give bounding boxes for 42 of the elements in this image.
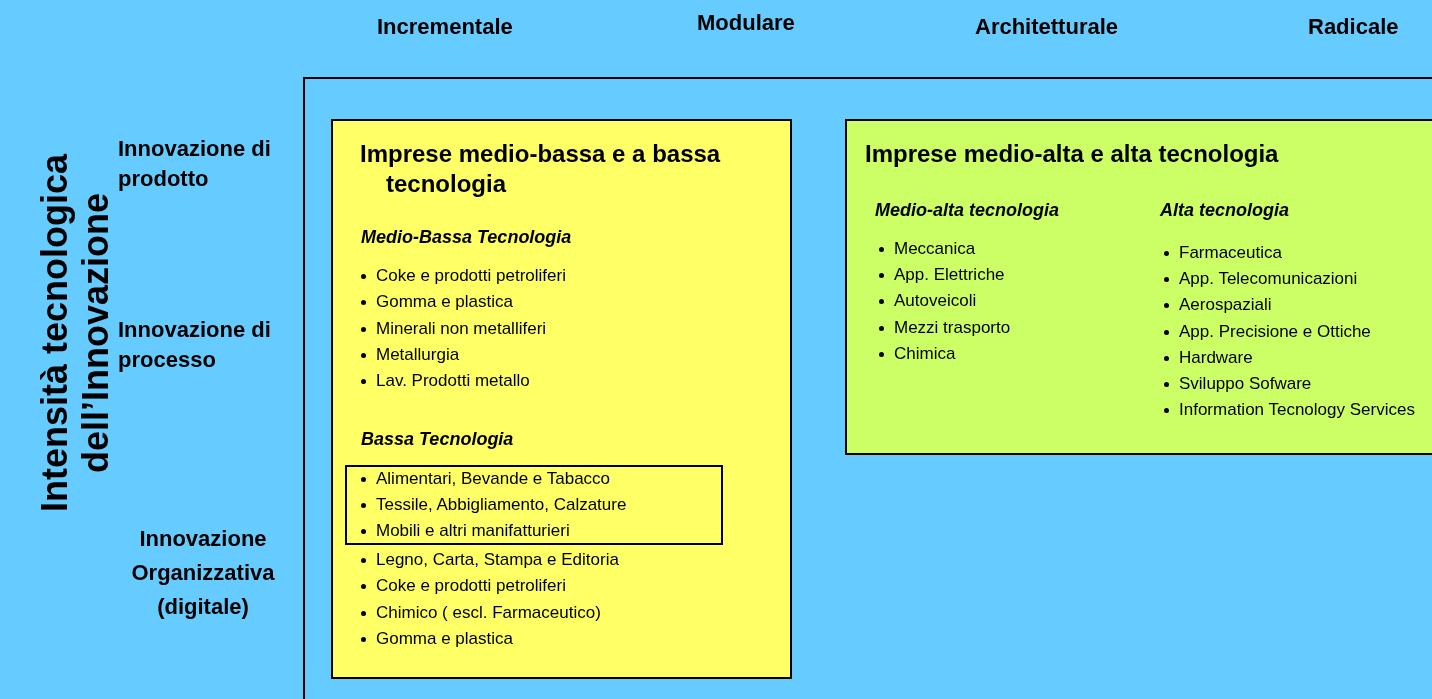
list-item: Legno, Carta, Stampa e Editoria [360, 547, 760, 573]
list-item: Sviluppo Sofware [1163, 371, 1425, 397]
column-header: Modulare [697, 10, 795, 35]
list-item: Mezzi trasporto [878, 314, 1128, 341]
list-item: Chimica [878, 340, 1128, 367]
list-item: Gomma e plastica [360, 625, 760, 652]
list-item: Coke e prodotti petroliferi [360, 263, 760, 289]
list-item: Farmaceutica [1163, 240, 1425, 266]
section-heading: Bassa Tecnologia [361, 428, 514, 451]
list-item: App. Precisione e Ottiche [1163, 318, 1425, 345]
row-header: Innovazione Organizzativa (digitale) [130, 525, 276, 621]
frame-box [303, 77, 1432, 699]
category-box [345, 465, 723, 545]
list-item: App. Elettriche [878, 262, 1128, 289]
list-item: App. Telecomunicazioni [1163, 266, 1425, 293]
list-item: Minerali non metalliferi [360, 315, 760, 342]
category-box [845, 119, 1432, 455]
column-header: Incrementale [377, 14, 513, 39]
box-heading: Imprese medio-alta e alta tecnologia [865, 139, 1280, 169]
list-item: Meccanica [878, 236, 1128, 262]
row-header: Innovazione di prodotto [118, 135, 272, 193]
box-heading: Imprese medio-bassa e a bassa tecnologia [360, 139, 722, 199]
column-header: Radicale [1308, 14, 1399, 39]
list-item: Lav. Prodotti metallo [360, 368, 760, 395]
section-heading: Medio-Bassa Tecnologia [361, 226, 572, 249]
row-header: Innovazione di processo [118, 316, 272, 374]
section-heading: Alta tecnologia [1160, 199, 1289, 222]
list-item: Aerospaziali [1163, 292, 1425, 319]
list-item: Metallurgia [360, 341, 760, 368]
list-item: Alimentari, Bevande e Tabacco [360, 466, 720, 492]
list-item: Tessile, Abbigliamento, Calzature [360, 492, 720, 518]
list-item: Gomma e plastica [360, 289, 760, 316]
column-header: Architetturale [975, 14, 1119, 39]
axis-title: Intensità tecnologica dell’Innovazione [34, 152, 116, 515]
category-box [331, 119, 792, 679]
list-item: Autoveicoli [878, 288, 1128, 315]
list-item: Information Tecnology Services [1163, 397, 1425, 424]
list-item: Chimico ( escl. Farmaceutico) [360, 599, 760, 626]
list-item: Hardware [1163, 344, 1425, 371]
list-item: Mobili e altri manifatturieri [360, 518, 720, 544]
section-heading: Medio-alta tecnologia [875, 199, 1060, 222]
list-item: Coke e prodotti petroliferi [360, 573, 760, 600]
